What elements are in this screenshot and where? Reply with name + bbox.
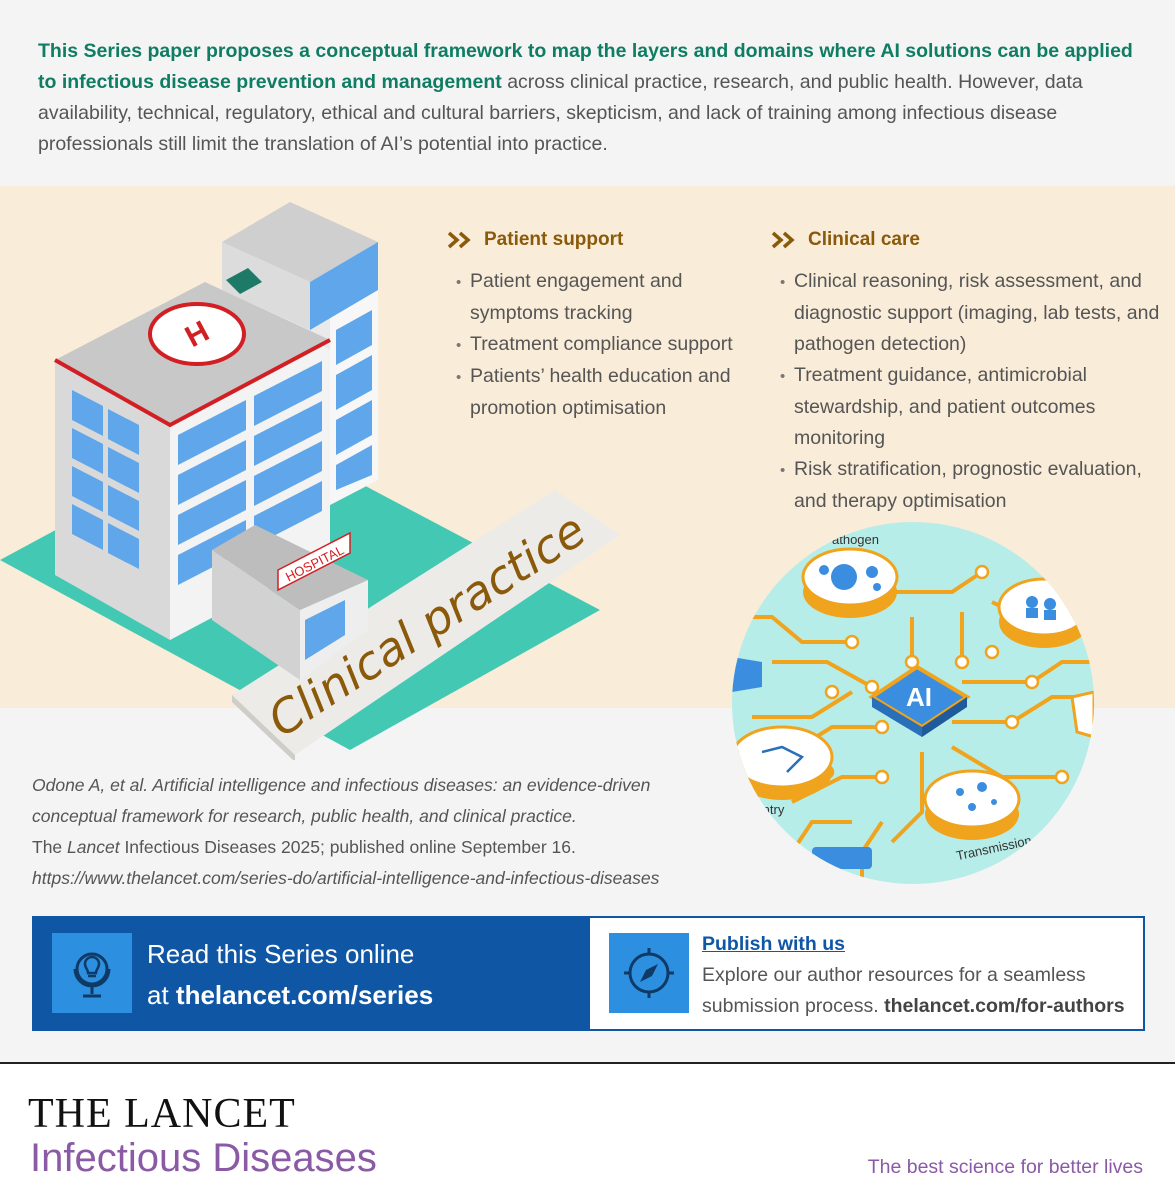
clinical-care-title: Clinical care bbox=[808, 229, 920, 250]
citation-line: Odone A, et al. Artificial intelligence … bbox=[32, 775, 651, 795]
caption-plaque bbox=[232, 490, 620, 755]
pathogen-pod bbox=[801, 547, 899, 618]
clinical-care-column: Clinical care Clinical reasoning, risk a… bbox=[770, 226, 1165, 517]
clinical-care-heading: Clinical care bbox=[770, 226, 1165, 254]
series-url[interactable]: thelancet.com/series bbox=[175, 980, 434, 1010]
clinical-care-list: Clinical reasoning, risk assessment, and… bbox=[770, 266, 1165, 517]
publish-with-us-link[interactable]: Publish with us bbox=[702, 933, 846, 955]
intro-paragraph: This Series paper proposes a conceptual … bbox=[38, 36, 1138, 160]
intro-body: across clinical practice, research, and … bbox=[38, 71, 1083, 155]
ai-chip: AI bbox=[868, 664, 971, 737]
patient-support-list: Patient engagement and symptoms tracking… bbox=[446, 266, 776, 424]
list-item: Risk stratification, prognostic evaluati… bbox=[770, 454, 1165, 517]
patient-support-title: Patient support bbox=[484, 229, 624, 250]
helipad bbox=[148, 302, 246, 366]
list-item: Clinical reasoning, risk assessment, and… bbox=[770, 266, 1165, 360]
double-chevron-icon bbox=[771, 231, 795, 249]
double-chevron-icon bbox=[447, 231, 471, 249]
citation-line: conceptual framework for research, publi… bbox=[32, 806, 577, 826]
list-item: Treatment guidance, antimicrobial stewar… bbox=[770, 360, 1165, 454]
read-series-text: Read this Series online at thelancet.com… bbox=[147, 939, 434, 1010]
footer: THE LANCET Infectious Diseases The best … bbox=[0, 1062, 1175, 1200]
hospital-illustration: H HOSPITAL Clinical practice bbox=[0, 202, 620, 760]
intro-highlight: This Series paper proposes a conceptual … bbox=[38, 40, 1133, 93]
journal-name: Infectious Diseases bbox=[30, 1136, 377, 1180]
patient-support-heading: Patient support bbox=[446, 226, 776, 254]
ai-chip-label: AI bbox=[906, 682, 932, 712]
population-pod bbox=[997, 577, 1091, 648]
globe-lightbulb-icon bbox=[52, 933, 132, 1013]
compass-icon bbox=[609, 933, 689, 1013]
entry-pod bbox=[732, 725, 834, 800]
list-item: Patients’ health education and promotion… bbox=[446, 361, 776, 424]
left-windows bbox=[72, 390, 139, 569]
pathogen-label: athogen bbox=[832, 532, 879, 547]
entry-label: Entry bbox=[754, 802, 785, 817]
list-item: Patient engagement and symptoms tracking bbox=[446, 266, 776, 329]
patient-support-column: Patient support Patient engagement and s… bbox=[446, 226, 776, 424]
transmission-pod bbox=[923, 769, 1021, 840]
citation: Odone A, et al. Artificial intelligence … bbox=[32, 770, 752, 894]
lancet-logo: THE LANCET bbox=[28, 1091, 296, 1137]
read-series-panel[interactable]: Read this Series online at thelancet.com… bbox=[34, 918, 590, 1029]
list-item: Treatment compliance support bbox=[446, 329, 776, 361]
promo-banner: Read this Series online at thelancet.com… bbox=[32, 916, 1145, 1031]
authors-url[interactable]: thelancet.com/for-authors bbox=[884, 995, 1125, 1017]
citation-journal: The Lancet Infectious Diseases 2025; pub… bbox=[32, 837, 576, 857]
citation-url[interactable]: https://www.thelancet.com/series-do/arti… bbox=[32, 868, 660, 888]
publish-text: Publish with us Explore our author resou… bbox=[702, 929, 1142, 1022]
tagline: The best science for better lives bbox=[867, 1156, 1143, 1178]
ai-circuit-illustration: AI athogen Entry Transmission bbox=[732, 522, 1094, 884]
